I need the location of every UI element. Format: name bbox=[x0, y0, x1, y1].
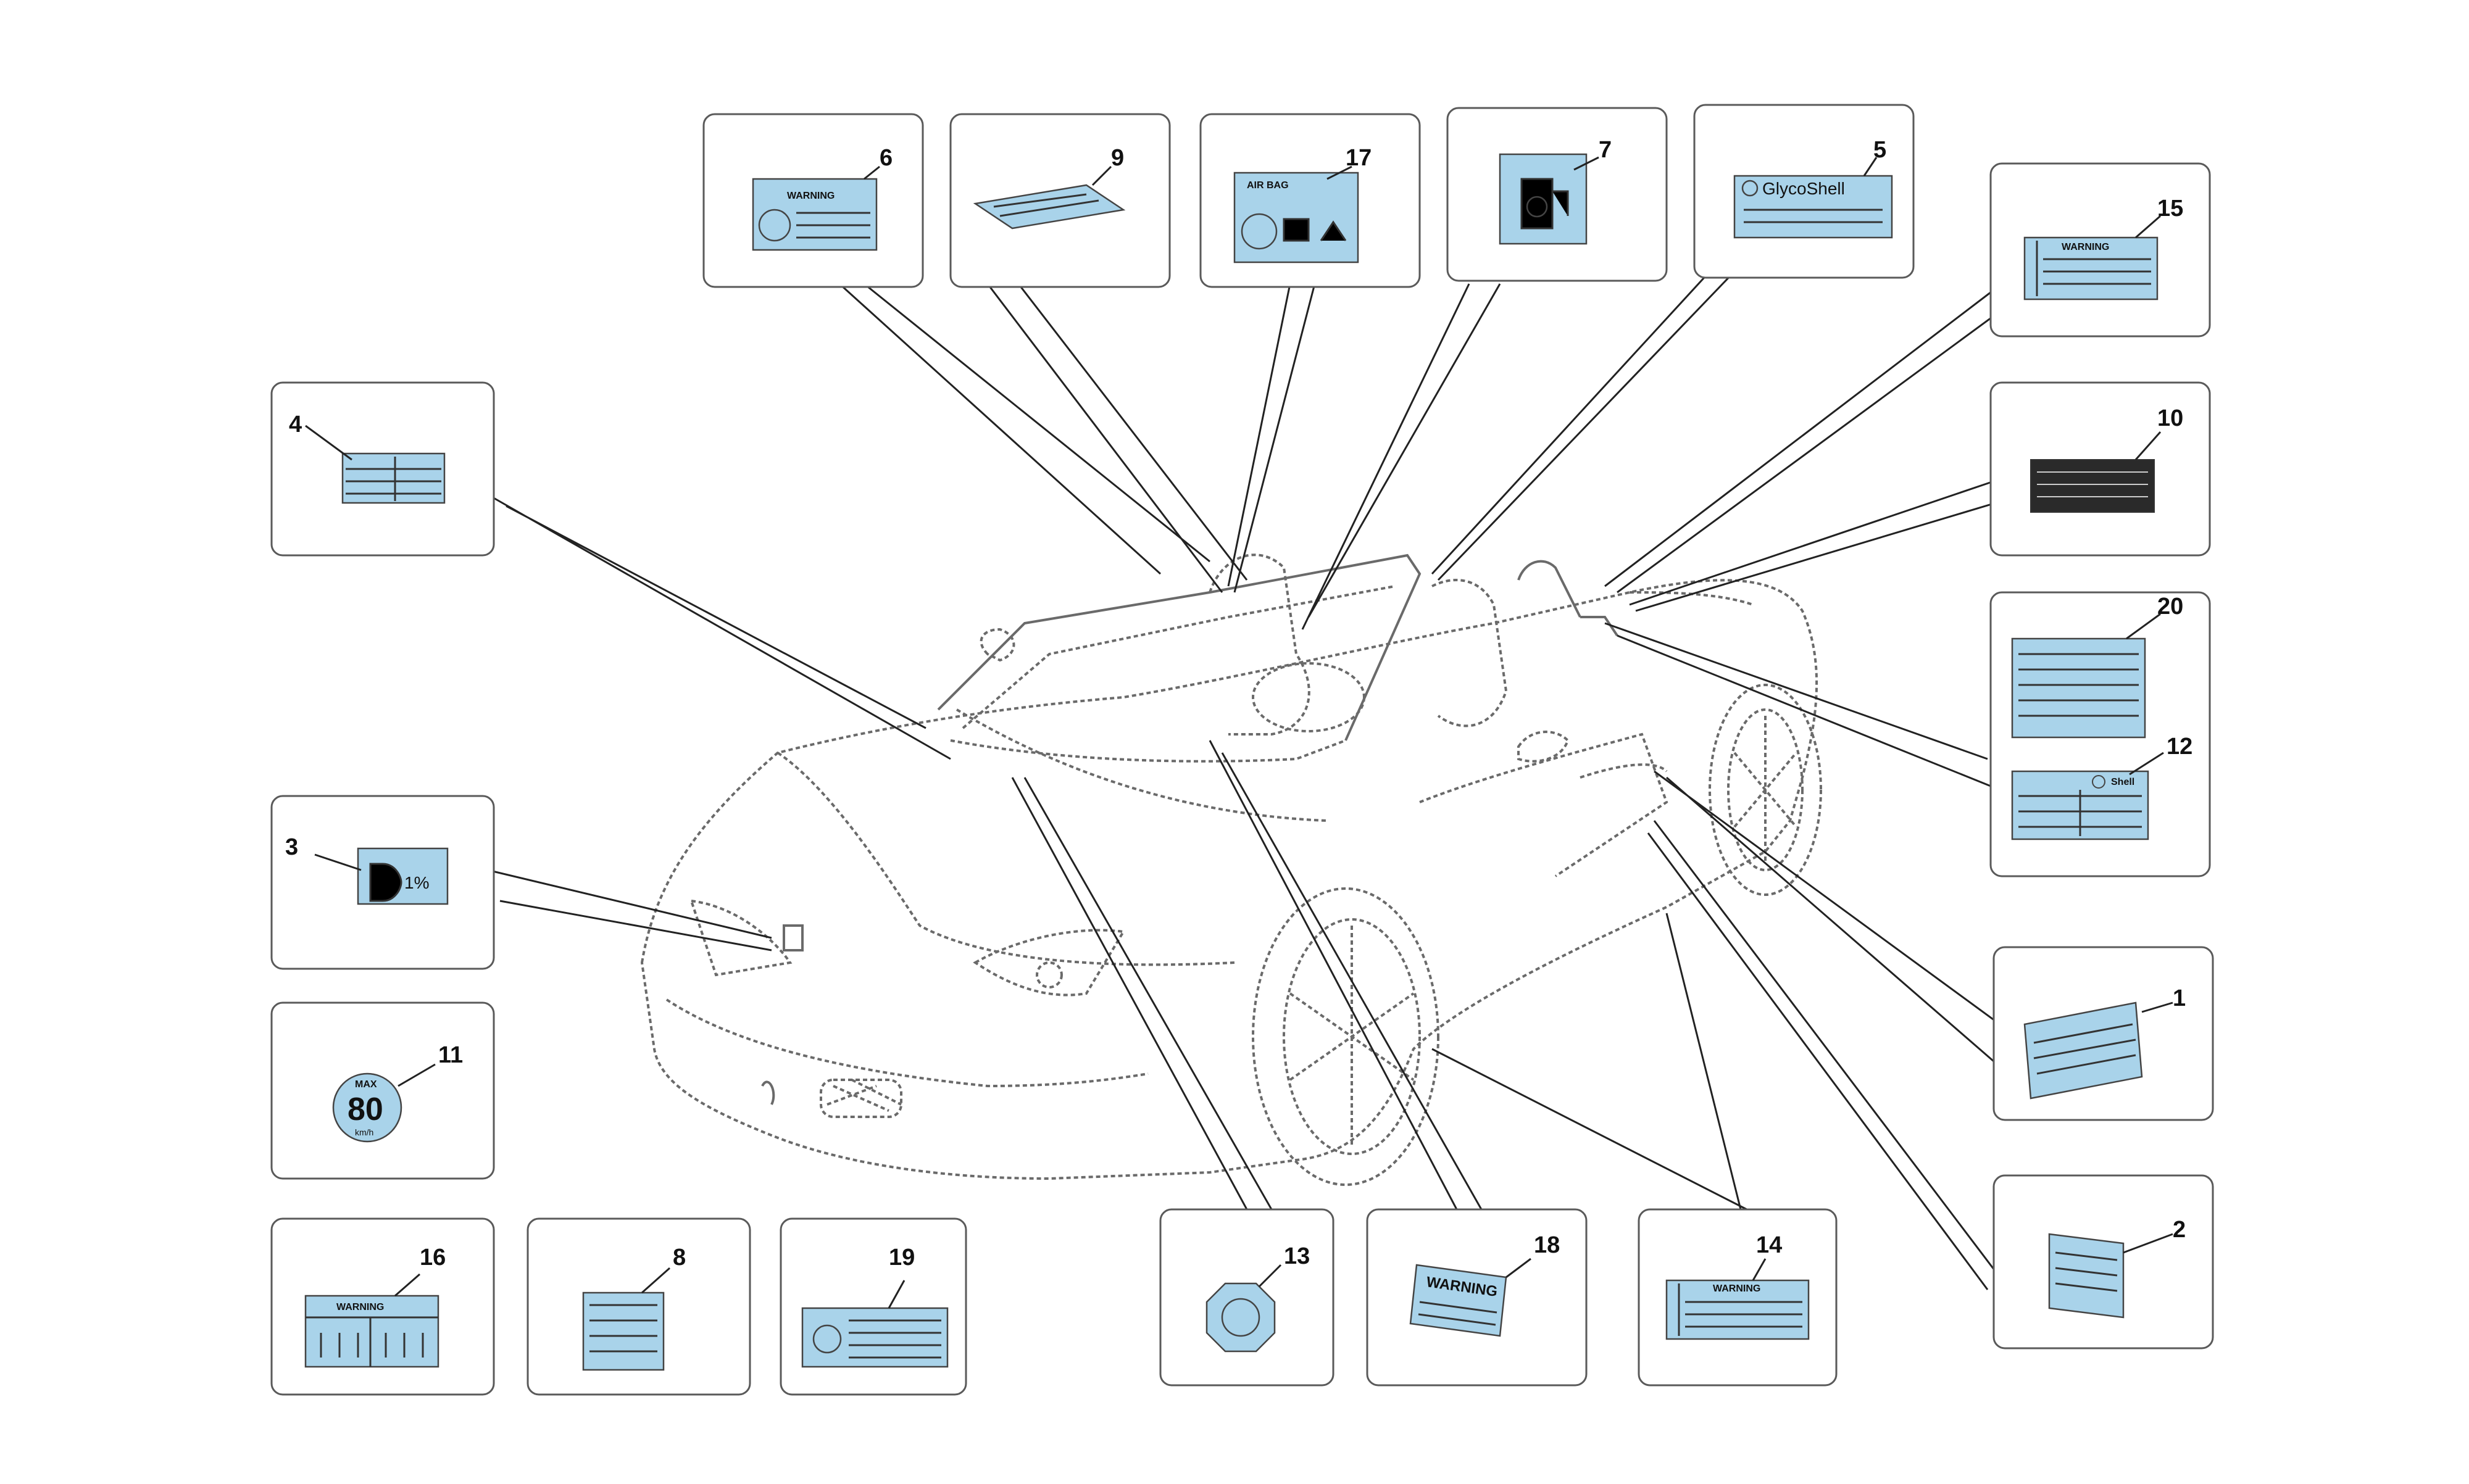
callout-10: 10 bbox=[1991, 383, 2210, 555]
label-14-text: WARNING bbox=[1713, 1283, 1760, 1294]
callout-1: 1 bbox=[1994, 947, 2213, 1120]
callout-18: WARNING 18 bbox=[1367, 1209, 1586, 1385]
callout-number-6: 6 bbox=[880, 145, 893, 171]
label-11-unit: km/h bbox=[355, 1127, 373, 1137]
callout-14: WARNING 14 bbox=[1639, 1209, 1836, 1385]
label-5-text: GlycoShell bbox=[1762, 179, 1845, 198]
callout-number-12: 12 bbox=[2167, 734, 2192, 760]
label-15-text: WARNING bbox=[2062, 242, 2109, 252]
label-3-text: 1% bbox=[404, 873, 429, 892]
callout-number-14: 14 bbox=[1756, 1232, 1782, 1258]
callout-number-7: 7 bbox=[1599, 137, 1612, 163]
callout-number-20: 20 bbox=[2157, 594, 2183, 620]
callout-number-13: 13 bbox=[1284, 1243, 1310, 1269]
callout-5: GlycoShell 5 bbox=[1694, 105, 1913, 278]
callout-number-11: 11 bbox=[438, 1042, 463, 1068]
label-16-text: WARNING bbox=[336, 1302, 384, 1312]
callout-number-5: 5 bbox=[1873, 137, 1886, 163]
callout-number-19: 19 bbox=[889, 1245, 915, 1271]
callout-number-9: 9 bbox=[1111, 145, 1124, 171]
callout-9: 9 bbox=[951, 114, 1170, 287]
callout-number-17: 17 bbox=[1346, 145, 1372, 171]
car-illustration bbox=[642, 555, 1821, 1185]
label-18-sticker bbox=[1410, 1265, 1506, 1336]
label-11-speed: 80 bbox=[348, 1092, 383, 1127]
label-10-sticker bbox=[2031, 460, 2154, 512]
callout-16: WARNING 16 bbox=[272, 1219, 494, 1395]
callout-20-12: 20 Shell 12 bbox=[1991, 592, 2210, 876]
callout-number-10: 10 bbox=[2157, 405, 2183, 431]
label-6-sticker bbox=[753, 179, 876, 250]
label-13-sticker bbox=[1207, 1283, 1275, 1351]
callout-4: 4 bbox=[272, 383, 494, 555]
callout-number-15: 15 bbox=[2157, 196, 2183, 222]
callout-number-1: 1 bbox=[2173, 985, 2186, 1011]
label-6-text: WARNING bbox=[787, 191, 835, 201]
callout-3: 1% 3 bbox=[272, 796, 494, 969]
callout-number-4: 4 bbox=[289, 412, 302, 437]
callout-number-16: 16 bbox=[420, 1245, 446, 1271]
label-4-sticker bbox=[343, 454, 444, 503]
label-11-max: MAX bbox=[355, 1079, 377, 1090]
callout-8: 8 bbox=[528, 1219, 750, 1395]
callout-17: AIR BAG 17 bbox=[1201, 114, 1420, 287]
callout-7: 7 bbox=[1447, 108, 1667, 281]
label-17-text: AIR BAG bbox=[1247, 180, 1289, 191]
leader-lines bbox=[475, 272, 2012, 1290]
callout-6: WARNING 6 bbox=[704, 114, 923, 287]
label-12-text: Shell bbox=[2111, 777, 2134, 787]
callout-15: WARNING 15 bbox=[1991, 164, 2210, 336]
callout-13: 13 bbox=[1160, 1209, 1333, 1385]
callout-number-8: 8 bbox=[673, 1245, 686, 1271]
callout-19: 19 bbox=[781, 1219, 966, 1395]
callout-number-2: 2 bbox=[2173, 1217, 2186, 1243]
callout-number-3: 3 bbox=[285, 834, 298, 860]
callout-number-18: 18 bbox=[1534, 1232, 1560, 1258]
callout-2: 2 bbox=[1994, 1175, 2213, 1348]
callout-11: MAX 80 km/h 11 bbox=[272, 1003, 494, 1179]
